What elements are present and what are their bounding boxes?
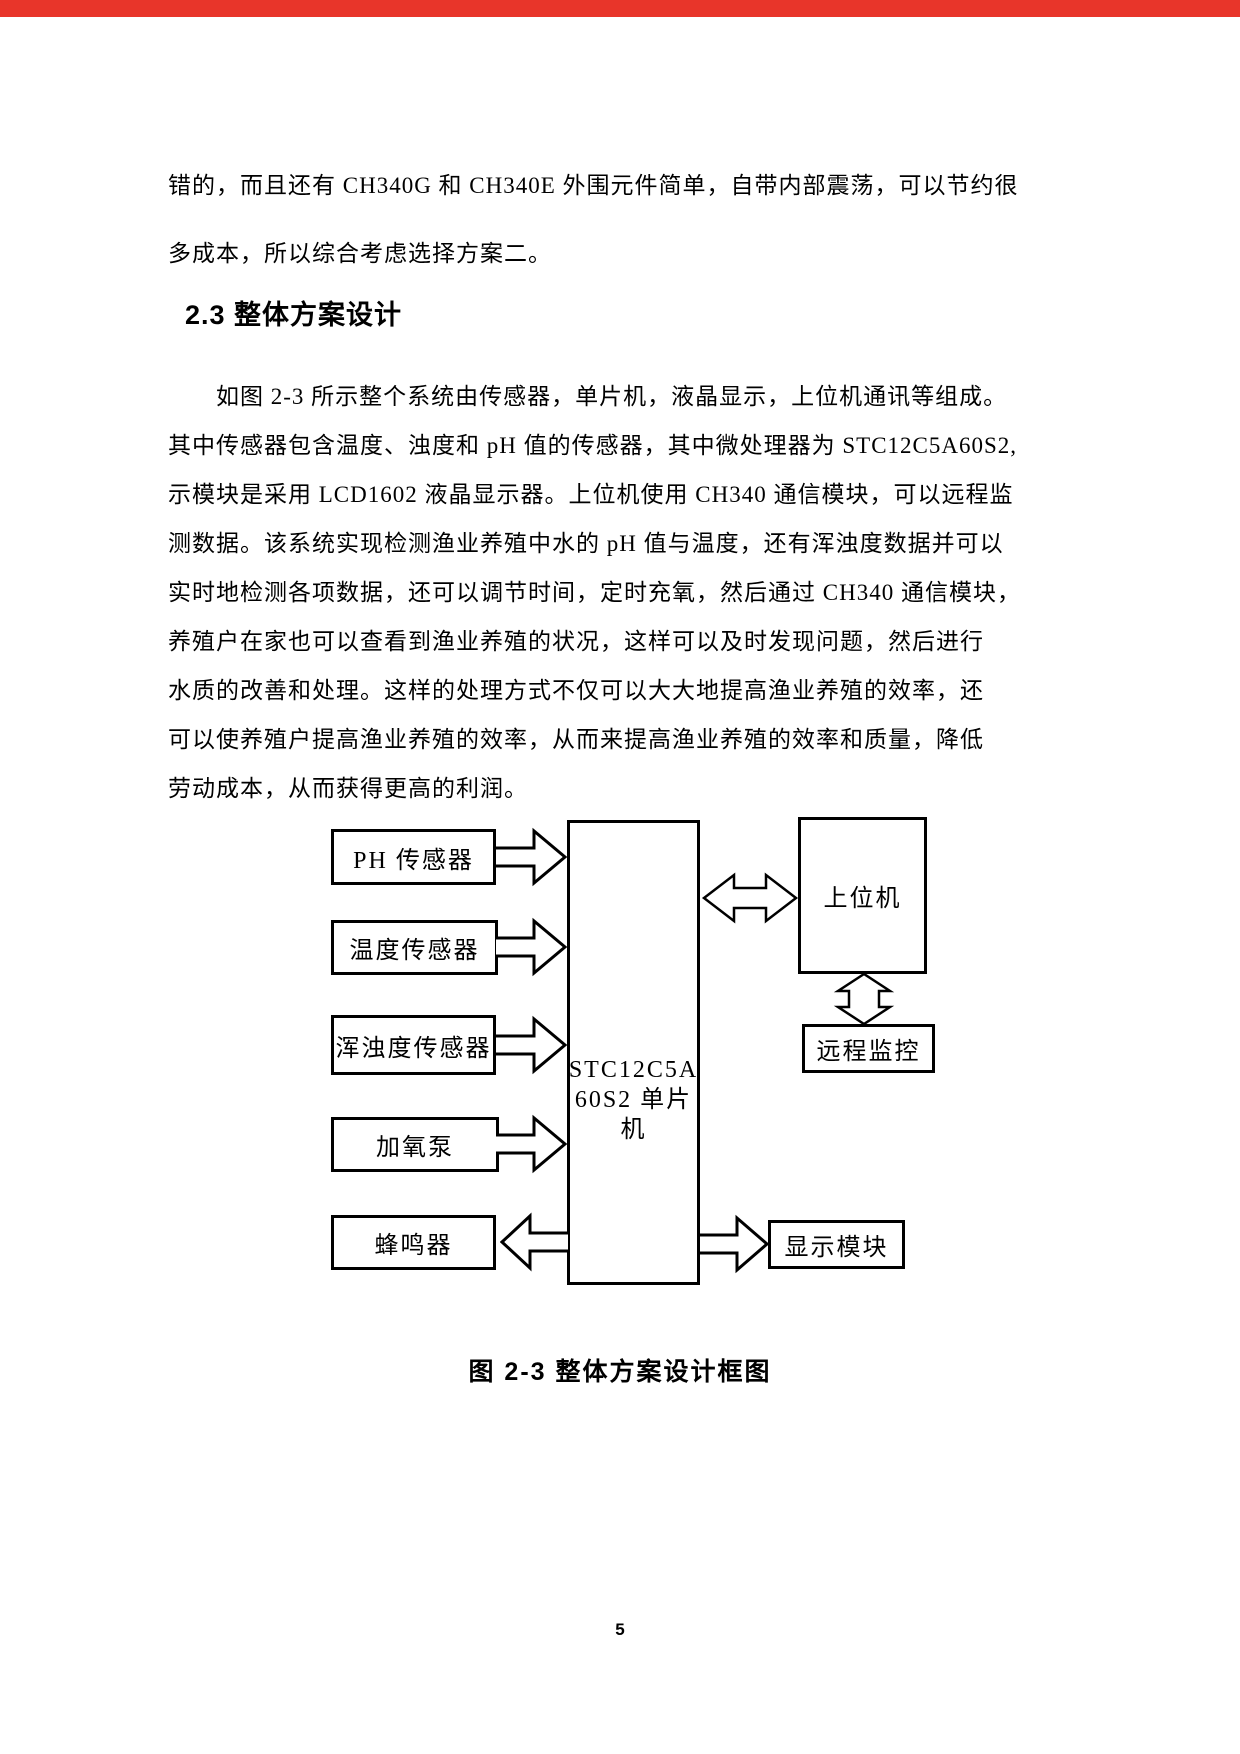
box-display-module: 显示模块 — [768, 1220, 905, 1269]
arrow-host-remote-bidirectional — [833, 972, 895, 1026]
paragraph-line: 测数据。该系统实现检测渔业养殖中水的 pH 值与温度，还有浑浊度数据并可以 — [168, 531, 1004, 556]
mcu-label-line: STC12C5A — [568, 1057, 699, 1083]
arrow-oxygen-pump-to-mcu — [496, 1114, 568, 1174]
paragraph-line: 如图 2-3 所示整个系统由传感器，单片机，液晶显示，上位机通讯等组成。 — [216, 384, 1008, 409]
mcu-label-line: 机 — [620, 1117, 647, 1143]
box-buzzer: 蜂鸣器 — [331, 1215, 496, 1270]
section-heading: 2.3 整体方案设计 — [185, 300, 403, 330]
paragraph-line: 多成本，所以综合考虑选择方案二。 — [168, 241, 552, 266]
arrow-mcu-to-buzzer — [500, 1212, 568, 1272]
arrow-ph-to-mcu — [496, 827, 568, 887]
top-red-bar — [0, 0, 1240, 17]
arrow-mcu-host-bidirectional — [701, 872, 799, 924]
page-number: 5 — [615, 1620, 625, 1639]
box-remote-monitoring: 远程监控 — [802, 1024, 935, 1073]
arrow-temperature-to-mcu — [496, 917, 568, 977]
paragraph-line: 养殖户在家也可以查看到渔业养殖的状况，这样可以及时发现问题，然后进行 — [168, 629, 984, 654]
figure-caption: 图 2-3 整体方案设计框图 — [468, 1358, 772, 1386]
intro-paragraph: 错的，而且还有 CH340G 和 CH340E 外围元件简单，自带内部震荡，可以… — [168, 152, 1080, 288]
paragraph-line: 水质的改善和处理。这样的处理方式不仅可以大大地提高渔业养殖的效率，还 — [168, 678, 984, 703]
box-turbidity-sensor: 浑浊度传感器 — [331, 1015, 496, 1075]
arrow-turbidity-to-mcu — [496, 1015, 568, 1075]
box-mcu: STC12C5A 60S2 单片 机 — [567, 820, 700, 1285]
box-ph-sensor: PH 传感器 — [331, 829, 496, 885]
paragraph-line: 实时地检测各项数据，还可以调节时间，定时充氧，然后通过 CH340 通信模块， — [168, 580, 1021, 605]
paragraph-line: 可以使养殖户提高渔业养殖的效率，从而来提高渔业养殖的效率和质量，降低 — [168, 727, 984, 752]
paragraph-line: 其中传感器包含温度、浊度和 pH 值的传感器，其中微处理器为 STC12C5A6… — [168, 433, 1018, 458]
body-paragraph: 如图 2-3 所示整个系统由传感器，单片机，液晶显示，上位机通讯等组成。 其中传… — [168, 372, 1080, 813]
paragraph-line: 劳动成本，从而获得更高的利润。 — [168, 776, 528, 801]
box-host-computer: 上位机 — [798, 817, 927, 974]
paragraph-line: 错的，而且还有 CH340G 和 CH340E 外围元件简单，自带内部震荡，可以… — [168, 173, 1019, 198]
box-oxygen-pump: 加氧泵 — [331, 1117, 499, 1172]
box-temperature-sensor: 温度传感器 — [331, 920, 498, 975]
figure-diagram: PH 传感器 温度传感器 浑浊度传感器 加氧泵 蜂鸣器 STC12C5A 60S… — [331, 817, 935, 1285]
paragraph-line: 示模块是采用 LCD1602 液晶显示器。上位机使用 CH340 通信模块，可以… — [168, 482, 1014, 507]
arrow-mcu-to-display — [700, 1214, 770, 1274]
mcu-label-line: 60S2 单片 — [574, 1087, 693, 1113]
